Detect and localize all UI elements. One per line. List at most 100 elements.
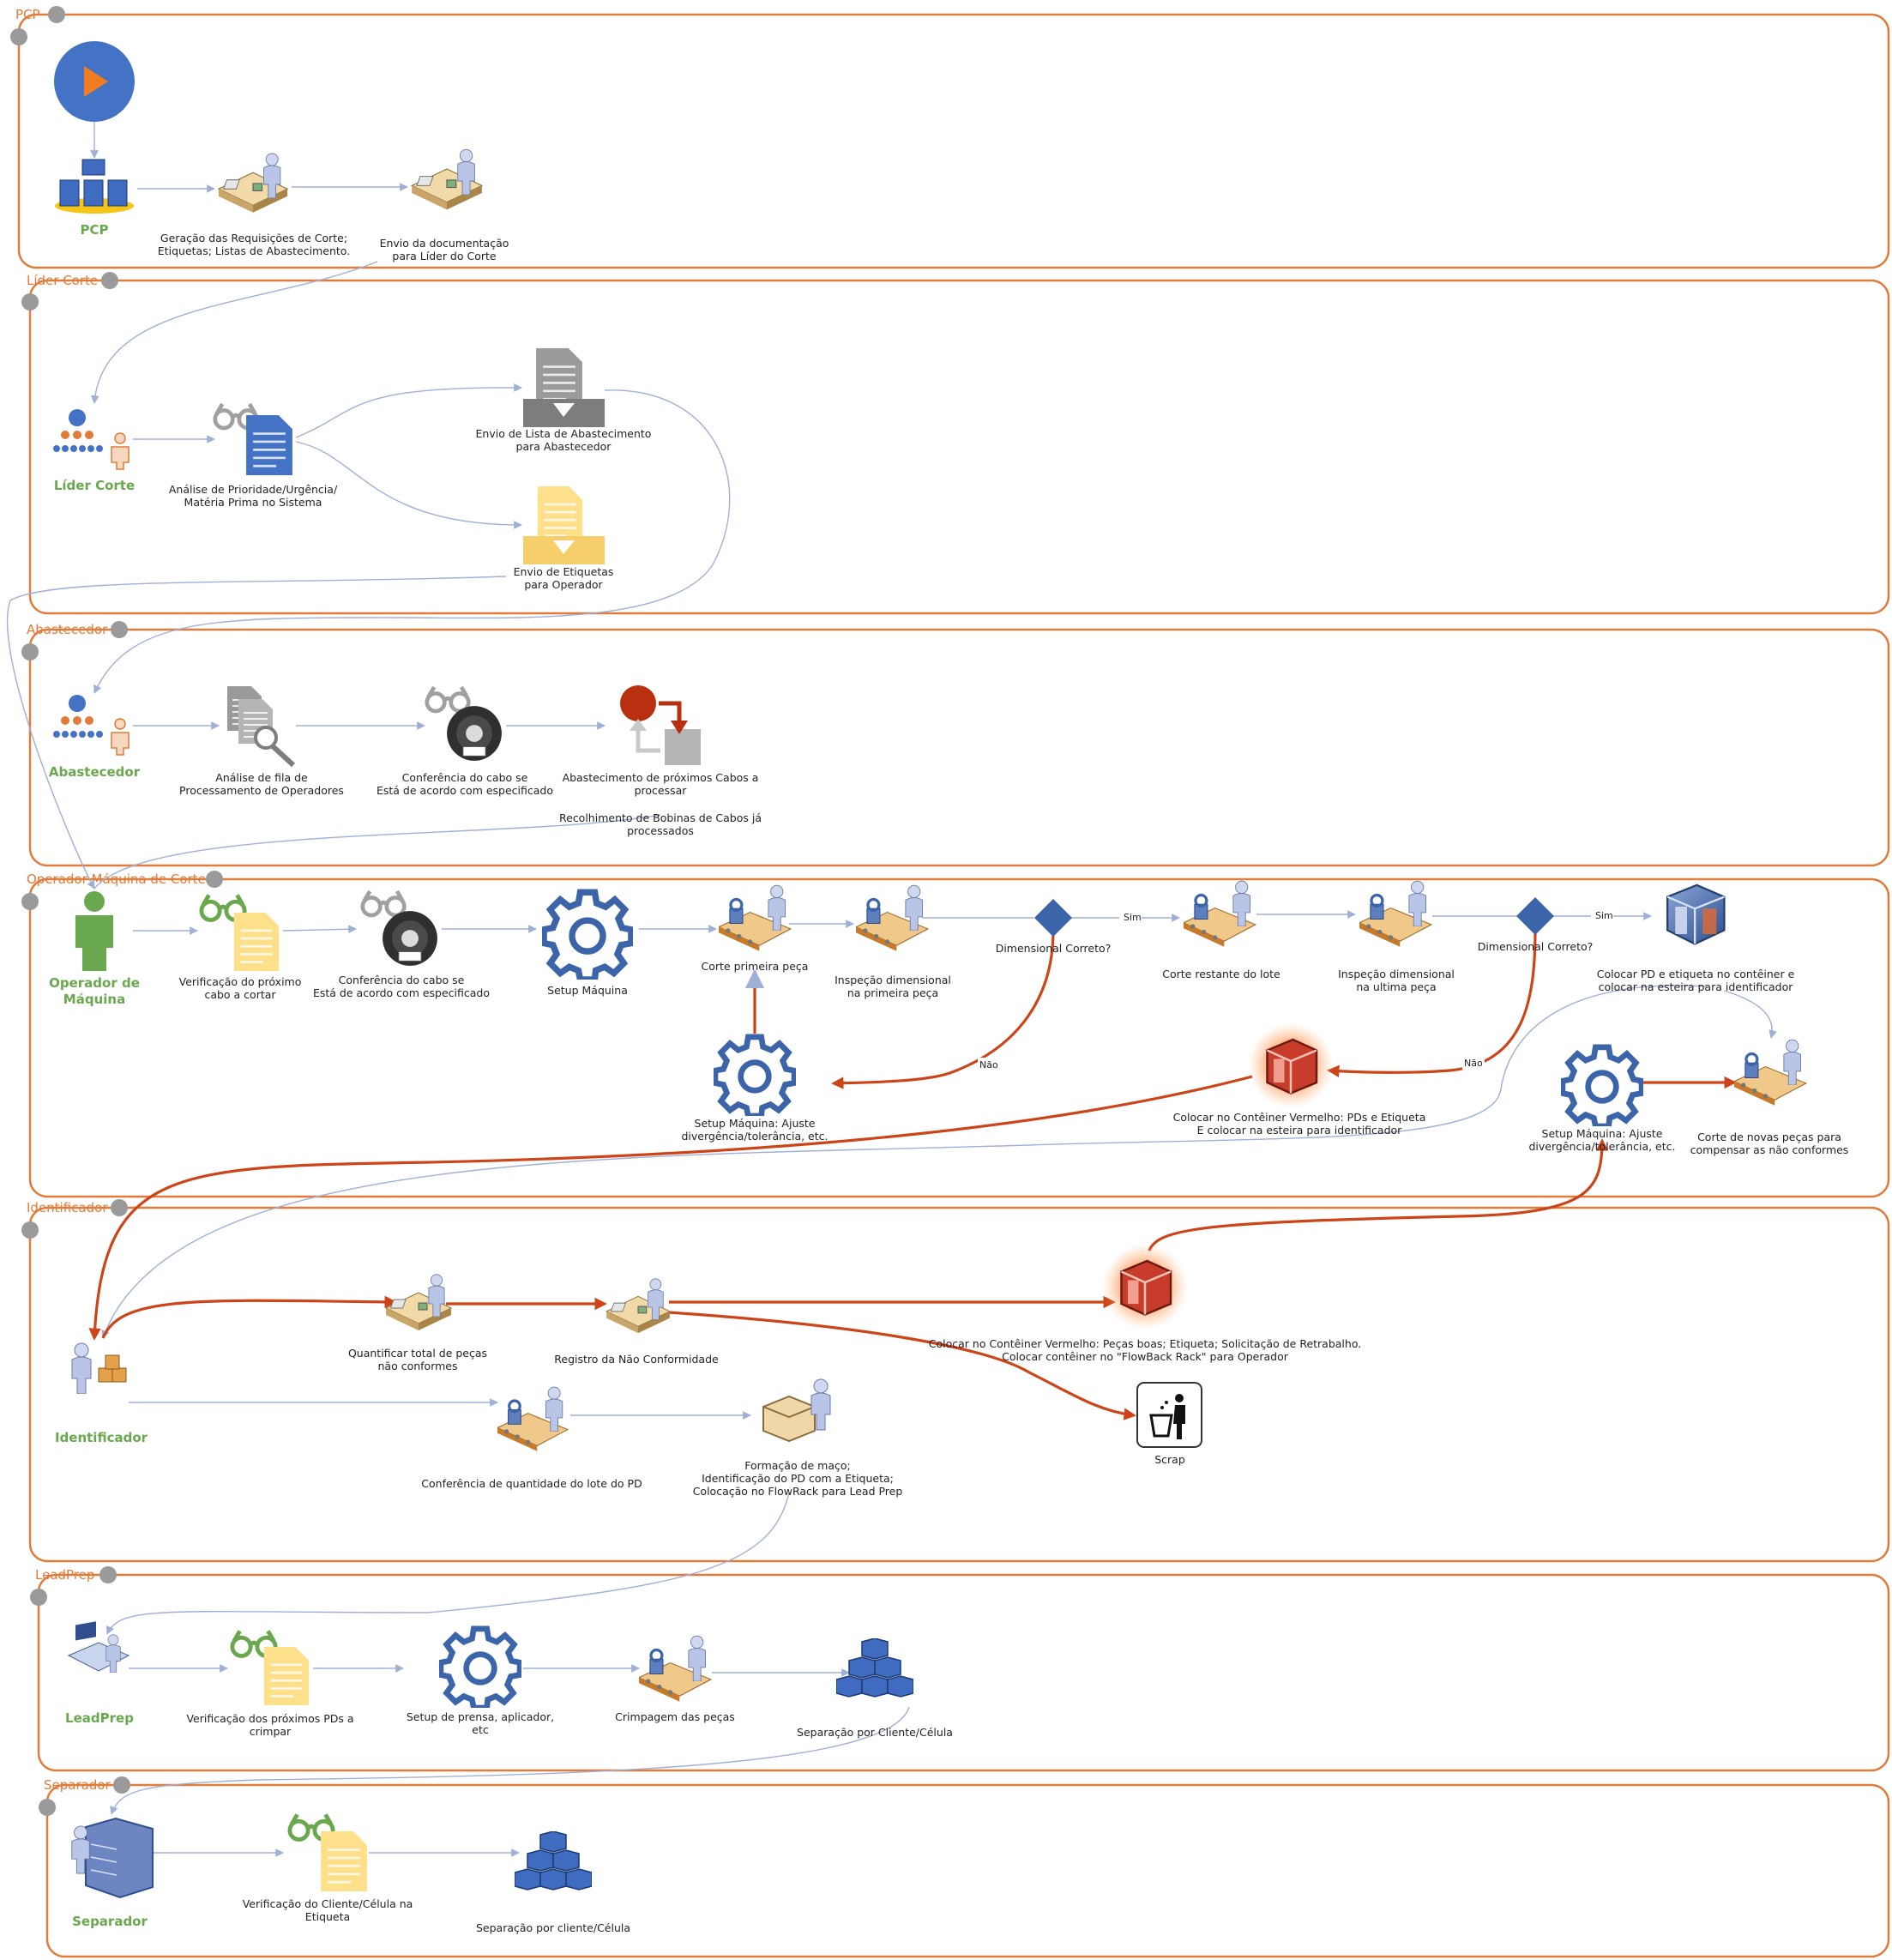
gear-icon xyxy=(544,892,631,980)
flow-edge xyxy=(93,814,661,890)
exchange-icon xyxy=(620,685,701,765)
step-label: Formação de maço;Identificação do PD com… xyxy=(693,1459,903,1498)
red-container-icon xyxy=(1102,1244,1188,1330)
step-lider-analise[interactable]: Análise de Prioridade/Urgência/Matéria P… xyxy=(169,404,338,509)
lider-role-node[interactable]: Líder Corte xyxy=(52,408,135,493)
lane-title: LeadPrep xyxy=(35,1567,94,1583)
step-label: Crimpagem das peças xyxy=(615,1710,735,1723)
abastecedor-role-node[interactable]: Abastecedor xyxy=(49,694,141,780)
rework-edge xyxy=(1148,1138,1609,1251)
red-container-icon xyxy=(1248,1022,1334,1108)
leadprep-role-node[interactable]: LeadPrep xyxy=(65,1621,134,1726)
document-icon xyxy=(263,1647,310,1705)
decision-diamond-icon xyxy=(1516,897,1554,935)
lane-identificador: Identificador xyxy=(21,1199,1890,1563)
step-label: Scrap xyxy=(1154,1453,1185,1466)
step-id-registro[interactable]: Registro da Não Conformidade xyxy=(554,1279,719,1366)
step-lp-crimpagem[interactable]: Crimpagem das peças xyxy=(615,1636,735,1723)
step-op-corte1[interactable]: Corte primeira peça xyxy=(702,885,809,973)
decision-diamond-icon xyxy=(1034,899,1072,937)
start-node[interactable] xyxy=(54,41,135,122)
step-id-vermelho[interactable]: Colocar no Contêiner Vermelho: Peças boa… xyxy=(929,1244,1361,1363)
decision-op-dim2[interactable]: Dimensional Correto? xyxy=(1478,897,1594,953)
rework-edge xyxy=(831,930,1055,1089)
step-id-scrap[interactable]: Scrap xyxy=(1136,1382,1202,1466)
step-op-corte-rest[interactable]: Corte restante do lote xyxy=(1162,881,1280,980)
flow-edge xyxy=(110,1706,910,1815)
worker-desk-icon xyxy=(386,1275,451,1330)
team-lead-icon xyxy=(52,408,130,470)
step-label: Setup Máquina xyxy=(547,984,628,997)
cube-stack-icon xyxy=(836,1638,913,1698)
lane-title: Líder Corte xyxy=(27,273,98,288)
identificador-role-node[interactable]: Identificador xyxy=(55,1342,148,1445)
step-id-formacao[interactable]: Formação de maço;Identificação do PD com… xyxy=(693,1378,903,1498)
conveyor-worker-icon xyxy=(1184,881,1256,947)
document-icon xyxy=(233,913,280,971)
step-label: Separação por cliente/Célula xyxy=(476,1921,630,1934)
flow-edge xyxy=(90,261,378,404)
conveyor-inspection-icon xyxy=(856,885,928,951)
step-id-conferencia[interactable]: Conferência de quantidade do lote do PD xyxy=(421,1387,642,1490)
step-pcp-geracao[interactable]: Geração das Requisições de Corte;Etiquet… xyxy=(158,154,350,257)
step-label: Dimensional Correto? xyxy=(996,942,1112,955)
packing-worker-icon xyxy=(762,1378,831,1443)
team-icon xyxy=(52,694,130,756)
step-op-vermelho[interactable]: Colocar no Contêiner Vermelho: PDs e Eti… xyxy=(1173,1022,1426,1137)
gear-icon xyxy=(715,1037,794,1116)
worker-boxes-icon xyxy=(71,1342,127,1394)
role-title-identificador: Identificador xyxy=(55,1430,148,1445)
document-tray-icon xyxy=(523,348,605,427)
edge-label-nao: Não xyxy=(979,1059,998,1070)
role-title-separador: Separador xyxy=(72,1914,148,1929)
step-lp-setup[interactable]: Setup de prensa, aplicador,etc xyxy=(407,1629,554,1736)
lane-leadprep: LeadPrep xyxy=(30,1566,1890,1772)
step-lp-separacao[interactable]: Separação por Cliente/Célula xyxy=(797,1638,953,1739)
role-title-abastecedor: Abastecedor xyxy=(49,764,141,780)
role-title-leadprep: LeadPrep xyxy=(65,1710,134,1726)
step-sp-separacao[interactable]: Separação por cliente/Célula xyxy=(476,1831,630,1934)
conveyor-worker-icon xyxy=(639,1636,711,1702)
conveyor-worker-icon xyxy=(1734,1040,1806,1106)
flow-edge xyxy=(295,383,522,438)
step-op-setup[interactable]: Setup Máquina xyxy=(544,892,631,997)
pcp-role-node[interactable]: PCP xyxy=(55,159,134,238)
container-box-icon xyxy=(1666,884,1726,945)
rework-path xyxy=(88,928,1737,1420)
lane-title: Abastecedor xyxy=(27,622,108,637)
decision-op-dim1[interactable]: Dimensional Correto? xyxy=(996,899,1112,955)
step-label: Conferência de quantidade do lote do PD xyxy=(421,1477,642,1490)
step-label: Setup de prensa, aplicador,etc xyxy=(407,1710,554,1736)
document-tray-icon xyxy=(523,486,605,564)
worker-desk-icon xyxy=(412,149,482,209)
separador-role-node[interactable]: Separador xyxy=(71,1817,154,1929)
rework-edge xyxy=(101,1295,397,1339)
trash-icon xyxy=(1136,1382,1202,1448)
